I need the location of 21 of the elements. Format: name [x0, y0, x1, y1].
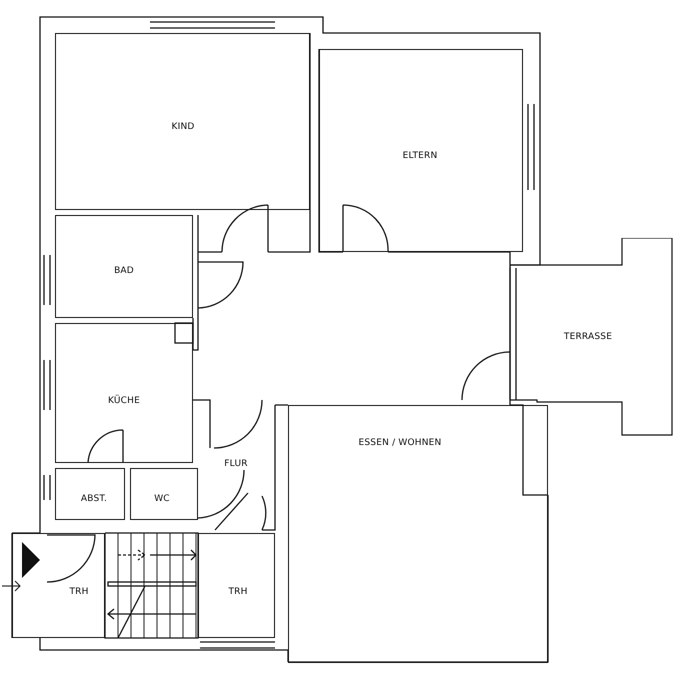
room-outline: [12, 533, 105, 638]
room-label: TRH: [228, 587, 248, 597]
room-outline: [55, 33, 310, 210]
room-label: FLUR: [224, 459, 248, 469]
room-label: TERRASSE: [564, 332, 612, 342]
room-outline: [130, 468, 198, 520]
room-outline: [198, 533, 275, 638]
room-label: ESSEN / WOHNEN: [358, 438, 442, 448]
room-outline: [55, 215, 193, 318]
room-label: KIND: [171, 122, 195, 132]
terrace-area: [510, 238, 673, 436]
room-label: KÜCHE: [108, 396, 140, 406]
room-label: ABST.: [80, 494, 108, 504]
room-outline: [319, 49, 523, 252]
room-outline: [55, 468, 125, 520]
room-label: ELTERN: [402, 151, 438, 161]
room-label: TRH: [69, 587, 89, 597]
room-label: WC: [154, 494, 170, 504]
room-outline: [288, 405, 548, 663]
room-label: BAD: [114, 266, 134, 276]
room-outline: [55, 323, 193, 463]
